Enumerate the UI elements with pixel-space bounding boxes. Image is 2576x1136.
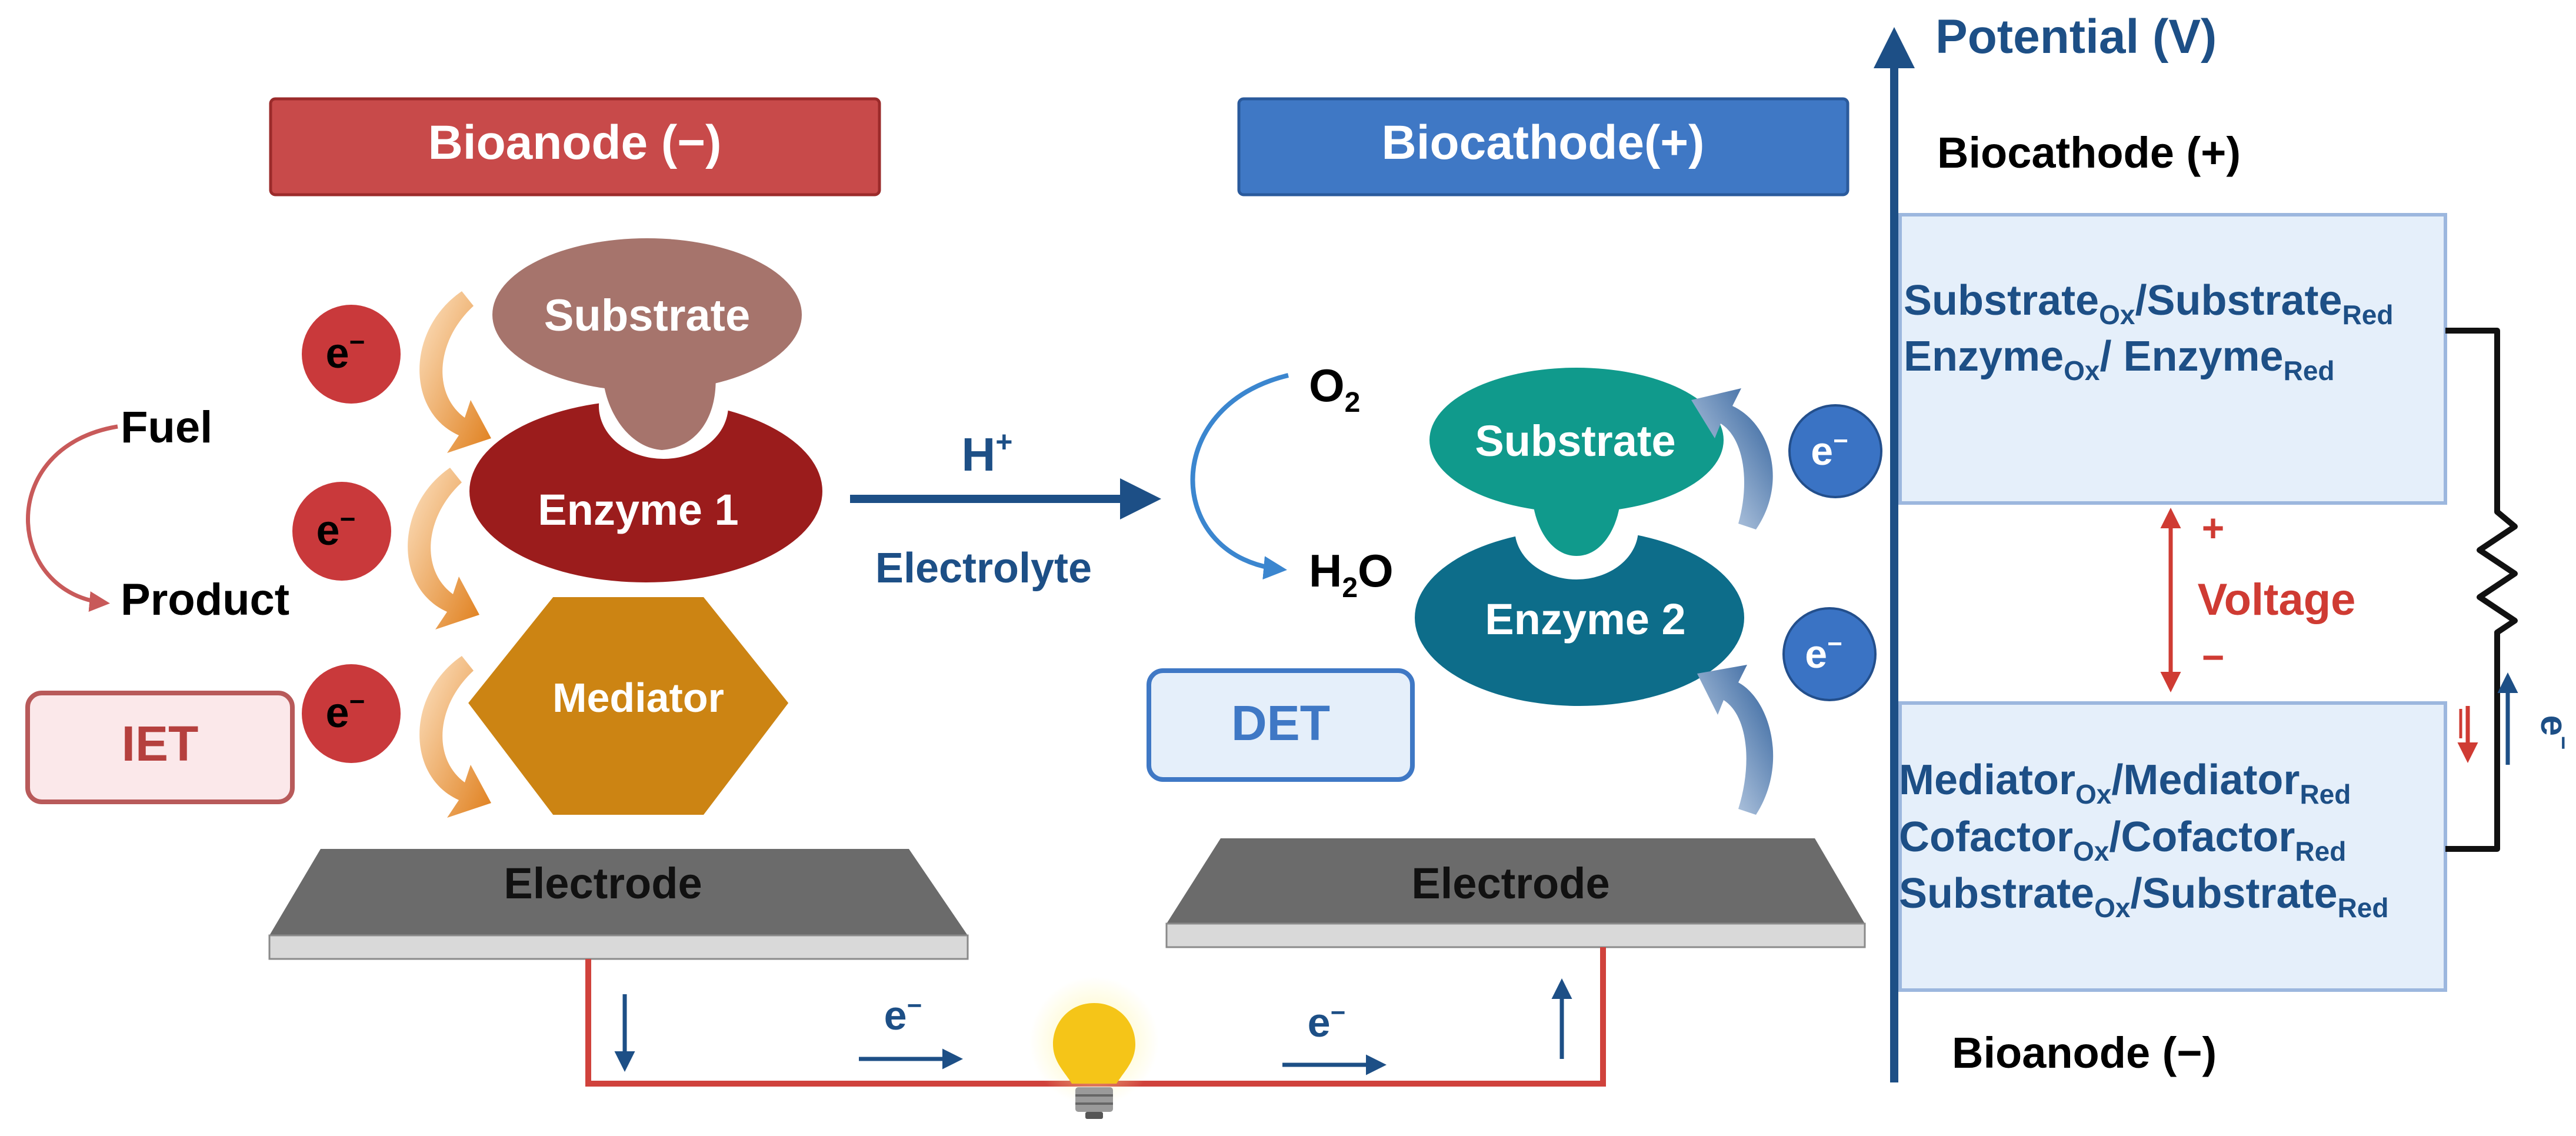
lightbulb-icon [1029,977,1159,1119]
anode-redox-box: MediatorOx/MediatorRed CofactorOx/Cofact… [1898,701,2447,992]
enzyme2-label: Enzyme 2 [1485,595,1685,644]
potential-axis-label: Potential (V) [1935,10,2217,64]
electron-circle-4: e− [1788,404,1882,498]
iet-label: IET [122,716,199,771]
enzyme1-label: Enzyme 1 [538,485,738,534]
biocathode-level-label: Biocathode (+) [1937,128,2241,177]
substrate1-shape: Substrate [492,238,802,450]
electron-circle-2: e− [292,482,391,581]
svg-text:CofactorOx/CofactorRed: CofactorOx/CofactorRed [1899,814,2346,867]
cathode-electrode: Electrode [1165,838,1866,948]
anode-electrode-label: Electrode [504,859,702,908]
h-plus-label: H+ [962,425,1013,481]
bioanode-title: Bioanode (−) [428,116,722,169]
bioanode-level-label: Bioanode (−) [1952,1028,2217,1077]
electron-circle-3: e− [302,664,401,763]
current-arrows: e− [2457,672,2576,765]
svg-text:e−: e− [1811,427,1848,474]
det-label: DET [1231,695,1330,751]
voltage-plus: + [2202,506,2225,549]
cathode-redox-box: SubstrateOx/SubstrateRed EnzymeOx/ Enzym… [1898,213,2447,505]
svg-text:e−: e− [1805,629,1842,677]
svg-text:MediatorOx/MediatorRed: MediatorOx/MediatorRed [1899,757,2351,809]
orange-electron-arrows [408,291,491,818]
cathode-electrode-label: Electrode [1411,859,1609,908]
electron-circle-1: e− [302,305,401,404]
h2o-label: H2O [1309,545,1394,604]
electron-circle-5: e− [1782,607,1877,701]
voltage-minus: − [2202,635,2225,679]
svg-text:e−: e− [326,686,365,737]
o2-to-h2o-arrow [1190,373,1289,580]
o2-label: O2 [1309,359,1360,418]
substrate2-label: Substrate [1475,417,1675,465]
mediator-shape: Mediator [468,597,789,815]
substrate2-shape: Substrate [1429,368,1724,556]
svg-text:e−: e− [326,327,365,377]
svg-text:e−: e− [2533,715,2576,750]
biocathode-title-box: Biocathode(+) [1237,97,1849,196]
electron-flow-1: e− [859,991,963,1070]
resistor-circuit [2445,328,2518,852]
fuel-label: Fuel [121,402,212,452]
det-box: DET [1147,668,1415,782]
anode-electrode: Electrode [268,849,969,960]
svg-text:e−: e− [1308,998,1346,1045]
blue-electron-arrows [1691,388,1774,815]
biocathode-title: Biocathode(+) [1382,116,1705,169]
voltage-label: Voltage [2198,575,2356,625]
svg-text:SubstrateOx/SubstrateRed: SubstrateOx/SubstrateRed [1904,277,2393,330]
mediator-label: Mediator [552,675,724,721]
product-label: Product [121,575,289,625]
svg-text:EnzymeOx/ EnzymeRed: EnzymeOx/ EnzymeRed [1904,333,2335,386]
fuel-to-product-arrow [26,424,118,612]
svg-text:SubstrateOx/SubstrateRed: SubstrateOx/SubstrateRed [1899,870,2388,923]
substrate1-label: Substrate [544,291,751,341]
electron-flow-2: e− [1282,998,1387,1075]
svg-text:e−: e− [884,991,922,1038]
iet-box: IET [25,691,295,804]
bioanode-title-box: Bioanode (−) [269,97,881,196]
electrolyte-label: Electrolyte [875,545,1092,592]
voltage-indicator: + Voltage − [2160,506,2356,692]
svg-text:e−: e− [316,504,356,554]
